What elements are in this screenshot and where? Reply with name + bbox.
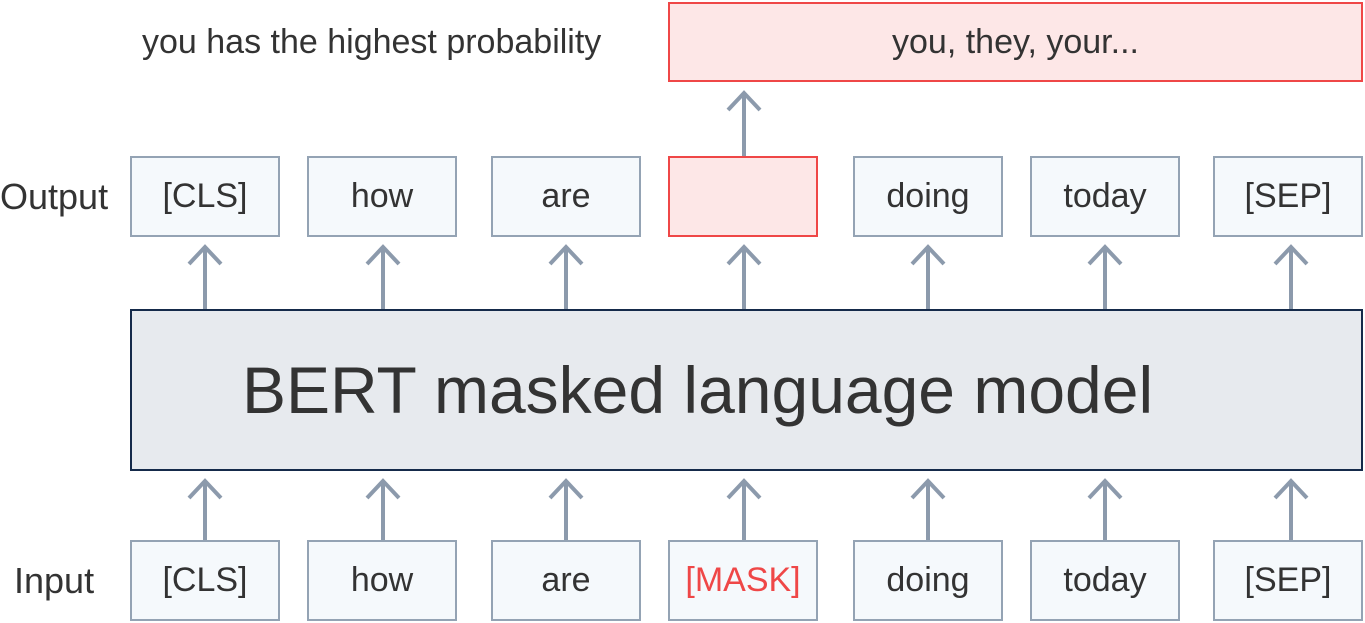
output-token-label: today [1063, 177, 1147, 215]
prediction-arrow-icon [726, 90, 762, 156]
output-token-label: how [350, 177, 414, 215]
output-token-label: [CLS] [162, 177, 248, 215]
input-to-model-arrow-icon [1273, 478, 1309, 540]
input-token-label: today [1063, 561, 1147, 599]
model-to-output-arrow-icon [1087, 244, 1123, 309]
prediction-text: you, they, your... [892, 22, 1139, 61]
input-token-label: [MASK] [685, 561, 801, 599]
input-to-model-arrow-icon [1087, 478, 1123, 540]
output-token-masked [668, 156, 818, 237]
prediction-label: you has the highest probability [142, 23, 602, 61]
output-token-sep: [SEP] [1213, 156, 1363, 237]
input-token-label: are [541, 561, 591, 599]
input-to-model-arrow-icon [548, 478, 584, 540]
input-token-are: are [491, 540, 641, 621]
input-token-how: how [307, 540, 457, 621]
input-token-today: today [1030, 540, 1180, 621]
model-to-output-arrow-icon [910, 244, 946, 309]
output-token-are: are [491, 156, 641, 237]
prediction-box: you, they, your... [668, 2, 1363, 82]
input-row-label: Input [14, 560, 95, 601]
model-to-output-arrow-icon [726, 244, 762, 309]
input-to-model-arrow-icon [365, 478, 401, 540]
output-token-doing: doing [853, 156, 1003, 237]
model-to-output-arrow-icon [365, 244, 401, 309]
output-row-label: Output [0, 176, 109, 217]
input-token-label: [SEP] [1244, 561, 1332, 599]
input-to-model-arrow-icon [726, 478, 762, 540]
input-token-label: how [350, 561, 414, 599]
input-token-mask: [MASK] [668, 540, 818, 621]
model-title: BERT masked language model [242, 353, 1154, 427]
input-token-cls: [CLS] [130, 540, 280, 621]
bert-model-box: BERT masked language model [130, 309, 1363, 471]
output-token-today: today [1030, 156, 1180, 237]
output-token-label: doing [886, 177, 970, 215]
output-token-label: are [541, 177, 591, 215]
input-to-model-arrow-icon [187, 478, 223, 540]
model-to-output-arrow-icon [187, 244, 223, 309]
input-token-doing: doing [853, 540, 1003, 621]
input-to-model-arrow-icon [910, 478, 946, 540]
input-token-label: doing [886, 561, 970, 599]
model-to-output-arrow-icon [548, 244, 584, 309]
input-token-sep: [SEP] [1213, 540, 1363, 621]
model-to-output-arrow-icon [1273, 244, 1309, 309]
output-token-cls: [CLS] [130, 156, 280, 237]
output-token-label: [SEP] [1244, 177, 1332, 215]
output-token-how: how [307, 156, 457, 237]
input-token-label: [CLS] [162, 561, 248, 599]
